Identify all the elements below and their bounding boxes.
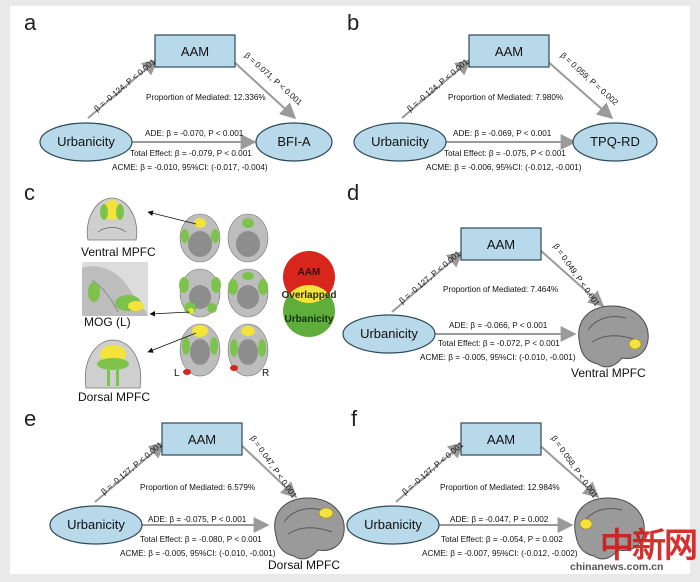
ade-text: ADE: β = -0.069, P < 0.001	[453, 129, 552, 138]
predictor-ellipse	[353, 122, 447, 162]
mediator-box	[154, 34, 236, 68]
path-b-arrow	[545, 59, 614, 120]
label-mog: MOG (L)	[84, 315, 131, 329]
path-a-stat: β = -0.127, P < 0.001	[398, 249, 463, 306]
panel-letter-a: a	[24, 10, 37, 35]
brain-slices	[179, 213, 269, 377]
path-b-stat: β = 0.049, P < 0.001	[551, 242, 601, 308]
panel-letter-d: d	[347, 180, 359, 205]
panel-letter-c: c	[24, 180, 35, 205]
path-b-arrow	[535, 441, 600, 499]
outcome-ellipse	[572, 122, 658, 162]
path-a-arrow	[401, 58, 472, 119]
acme-text: ACME: β = -0.005, 95%CI: (-0.010, -0.001…	[120, 549, 276, 558]
dorsal-mpfc-brain-icon	[274, 497, 345, 560]
path-a-arrow	[395, 441, 465, 503]
path-b-arrow	[231, 59, 297, 120]
path-a-stat: β = -0.124, P < 0.001	[406, 57, 471, 114]
watermark-logo: 中新网	[600, 526, 698, 566]
predictor-label: Urbanicity	[364, 517, 422, 532]
label-dorsal-mpfc: Dorsal MPFC	[78, 390, 150, 404]
slice-row-2	[179, 268, 269, 318]
path-a-stat: β = -0.124, P < 0.001	[93, 57, 158, 114]
mediator-label: AAM	[188, 432, 216, 447]
predictor-label: Urbanicity	[360, 326, 418, 341]
panel-a: a AAM Urbanicity BFI-A β = -0.124, P < 0…	[24, 10, 333, 172]
mediator-label: AAM	[181, 44, 209, 59]
pointer-ventral	[147, 210, 197, 225]
path-b-stat: β = 0.047, P < 0.001	[248, 434, 298, 500]
path-a-arrow	[94, 441, 166, 503]
path-a-arrow	[87, 58, 159, 119]
venn-overlap	[283, 285, 335, 303]
mediator-label: AAM	[487, 237, 515, 252]
outcome-label: BFI-A	[277, 134, 311, 149]
predictor-ellipse	[342, 314, 436, 354]
mog-inset	[82, 262, 148, 316]
ade-text: ADE: β = -0.066, P < 0.001	[449, 321, 548, 330]
panel-b: b AAM Urbanicity TPQ-RD β = -0.124, P < …	[347, 10, 658, 172]
predictor-ellipse	[346, 505, 440, 545]
path-b-arrow	[539, 249, 605, 308]
mog-brain-icon	[574, 497, 645, 560]
mediator-box	[460, 422, 542, 456]
panel-d: d AAM Urbanicity Ventral MPFC β = -0.127…	[342, 180, 649, 380]
outcome-label: Dorsal MPFC	[268, 558, 340, 572]
total-effect-text: Total Effect: β = -0.080, P < 0.001	[140, 535, 262, 544]
panel-letter-f: f	[351, 406, 358, 431]
slice-row-3	[179, 323, 269, 377]
outcome-label: Ventral MPFC	[571, 366, 646, 380]
panel-letter-b: b	[347, 10, 359, 35]
ade-text: ADE: β = -0.047, P = 0.002	[450, 515, 549, 524]
venn-label-urbanicity: Urbanicity	[285, 314, 334, 325]
proportion-text: Proportion of Mediated: 6.579%	[140, 483, 255, 492]
predictor-ellipse	[39, 122, 133, 162]
proportion-text: Proportion of Mediated: 7.980%	[448, 93, 563, 102]
venn-label-overlapped: Overlapped	[281, 290, 336, 301]
mediator-label: AAM	[487, 432, 515, 447]
dorsal-mpfc-inset	[80, 338, 146, 389]
predictor-label: Urbanicity	[371, 134, 429, 149]
path-b-arrow	[237, 441, 298, 499]
pointer-dorsal	[147, 332, 197, 353]
acme-text: ACME: β = -0.006, 95%CI: (-0.012, -0.001…	[426, 163, 582, 172]
ventral-mpfc-inset	[80, 195, 146, 243]
path-a-arrow	[391, 250, 464, 313]
total-effect-text: Total Effect: β = -0.072, P < 0.001	[438, 339, 560, 348]
predictor-ellipse	[49, 505, 143, 545]
proportion-text: Proportion of Mediated: 7.464%	[443, 285, 558, 294]
label-ventral-mpfc: Ventral MPFC	[81, 245, 156, 259]
mediator-box	[460, 227, 542, 261]
total-effect-text: Total Effect: β = -0.054, P = 0.002	[441, 535, 563, 544]
proportion-text: Proportion of Mediated: 12.336%	[146, 93, 266, 102]
outcome-label: TPQ-RD	[590, 134, 640, 149]
pointer-mog	[149, 310, 191, 317]
total-effect-text: Total Effect: β = -0.079, P < 0.001	[130, 149, 252, 158]
mediator-box	[468, 34, 550, 68]
outcome-ellipse	[255, 122, 333, 162]
left-hemisphere-mark: L	[174, 368, 180, 379]
panel-letter-e: e	[24, 406, 36, 431]
acme-text: ACME: β = -0.005, 95%CI: (-0.010, -0.001…	[420, 353, 576, 362]
proportion-text: Proportion of Mediated: 12.984%	[440, 483, 560, 492]
predictor-label: Urbanicity	[57, 134, 115, 149]
watermark-url: chinanews.com.cn	[570, 561, 664, 573]
right-hemisphere-mark: R	[262, 368, 269, 379]
slice-row-1	[179, 213, 269, 263]
venn-legend: AAM Overlapped Urbanicity	[281, 251, 337, 337]
acme-text: ACME: β = -0.007, 95%CI: (-0.012, -0.002…	[422, 549, 578, 558]
panel-c: c Ventral MPFC MOG (L)	[24, 180, 337, 404]
mediator-box	[161, 422, 243, 456]
venn-label-aam: AAM	[298, 267, 321, 278]
panel-e: e AAM Urbanicity Dorsal MPFC β = -0.127,…	[24, 406, 345, 572]
ade-text: ADE: β = -0.075, P < 0.001	[148, 515, 247, 524]
predictor-label: Urbanicity	[67, 517, 125, 532]
acme-text: ACME: β = -0.010, 95%CI: (-0.017, -0.004…	[112, 163, 268, 172]
total-effect-text: Total Effect: β = -0.075, P < 0.001	[444, 149, 566, 158]
ventral-mpfc-brain-icon	[578, 305, 649, 368]
ade-text: ADE: β = -0.070, P < 0.001	[145, 129, 244, 138]
mediator-label: AAM	[495, 44, 523, 59]
